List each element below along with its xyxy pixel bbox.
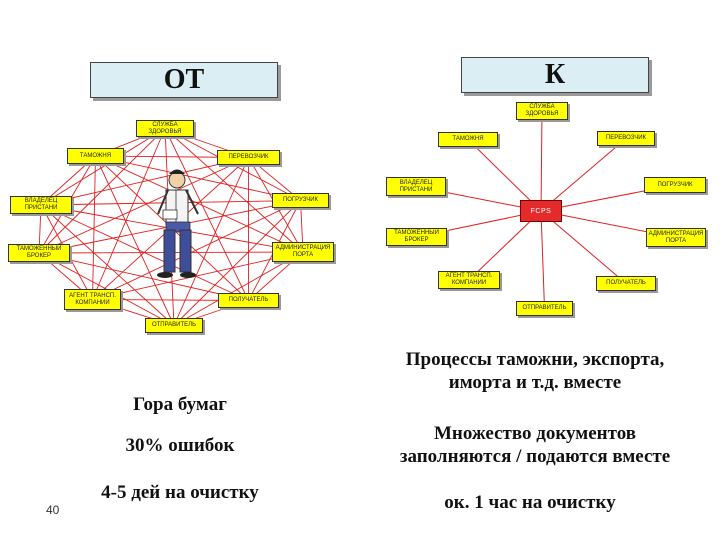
link-line bbox=[92, 155, 96, 300]
left-node-consignee: ПОЛУЧАТЕЛЬ bbox=[218, 293, 279, 308]
left-caption-paper: Гора бумаг bbox=[133, 394, 227, 415]
left-node-port-admin: АДМИНИСТРАЦИЯ ПОРТА bbox=[272, 242, 334, 262]
left-node-customs: ТАМОЖНЯ bbox=[67, 148, 124, 164]
left-title-box: ОТ bbox=[90, 62, 278, 98]
right-node-port-admin: АДМИНИСТРАЦИЯ ПОРТА bbox=[646, 228, 706, 247]
left-node-carrier: ПЕРЕВОЗЧИК bbox=[217, 150, 280, 165]
right-node-consignee: ПОЛУЧАТЕЛЬ bbox=[596, 276, 656, 291]
link-line bbox=[173, 157, 249, 326]
right-node-shipping-agent: АГЕНТ ТРАНСП. КОМПАНИИ bbox=[438, 271, 500, 289]
link-line bbox=[468, 210, 542, 281]
right-caption-clearance: ок. 1 час на очистку bbox=[444, 492, 616, 513]
left-node-loader: ПОГРУЗЧИК bbox=[272, 193, 329, 208]
right-node-shipper: ОТПРАВИТЕЛЬ bbox=[516, 301, 573, 316]
link-line bbox=[540, 210, 545, 309]
right-node-loader: ПОГРУЗЧИК bbox=[644, 177, 706, 193]
link-line bbox=[95, 155, 301, 201]
right-node-customs: ТАМОЖНЯ bbox=[438, 132, 498, 147]
link-line bbox=[95, 155, 175, 326]
right-title-box: К bbox=[461, 57, 649, 93]
link-line bbox=[540, 110, 543, 212]
page-number: 40 bbox=[46, 503, 60, 517]
link-line bbox=[92, 200, 301, 300]
left-node-broker: ТАМОЖЕННЫЙ БРОКЕР bbox=[8, 244, 70, 262]
link-line bbox=[173, 200, 301, 326]
right-caption-documents: Множество документов заполняются / подаю… bbox=[399, 423, 671, 467]
right-node-broker: ТАМОЖЕННЫЙ БРОКЕР bbox=[386, 228, 447, 246]
link-line bbox=[40, 204, 175, 326]
right-node-pier-owner: ВЛАДЕЛЕЦ ПРИСТАНИ bbox=[386, 177, 446, 196]
right-hub-fcps: FCPS bbox=[520, 200, 562, 222]
left-node-pier-owner: ВЛАДЕЛЕЦ ПРИСТАНИ bbox=[10, 196, 72, 214]
left-caption-errors: 30% ошибок bbox=[125, 435, 235, 456]
left-title: ОТ bbox=[163, 64, 205, 95]
link-line bbox=[92, 251, 304, 300]
link-line bbox=[467, 139, 542, 212]
right-node-health: СЛУЖБА ЗДОРОВЬЯ bbox=[516, 102, 568, 120]
left-node-health: СЛУЖБА ЗДОРОВЬЯ bbox=[136, 120, 194, 137]
right-caption-processes: Процессы таможни, экспорта, иморта и т.д… bbox=[405, 349, 665, 393]
link-line bbox=[38, 157, 249, 254]
right-node-carrier: ПЕРЕВОЗЧИК bbox=[597, 131, 655, 146]
person-figure bbox=[157, 169, 199, 278]
link-line bbox=[40, 157, 249, 206]
link-line bbox=[95, 155, 304, 253]
link-line bbox=[40, 128, 166, 206]
left-node-shipping-agent: АГЕНТ ТРАНСП. КОМПАНИИ bbox=[64, 289, 121, 310]
link-line bbox=[540, 210, 627, 284]
link-line bbox=[40, 204, 249, 301]
left-caption-clearance: 4-5 дей на очистку bbox=[101, 482, 259, 503]
link-line bbox=[38, 252, 249, 301]
link-line bbox=[173, 251, 304, 326]
right-title: К bbox=[544, 59, 566, 90]
left-node-shipper: ОТПРАВИТЕЛЬ bbox=[145, 318, 203, 333]
link-line bbox=[540, 138, 627, 212]
